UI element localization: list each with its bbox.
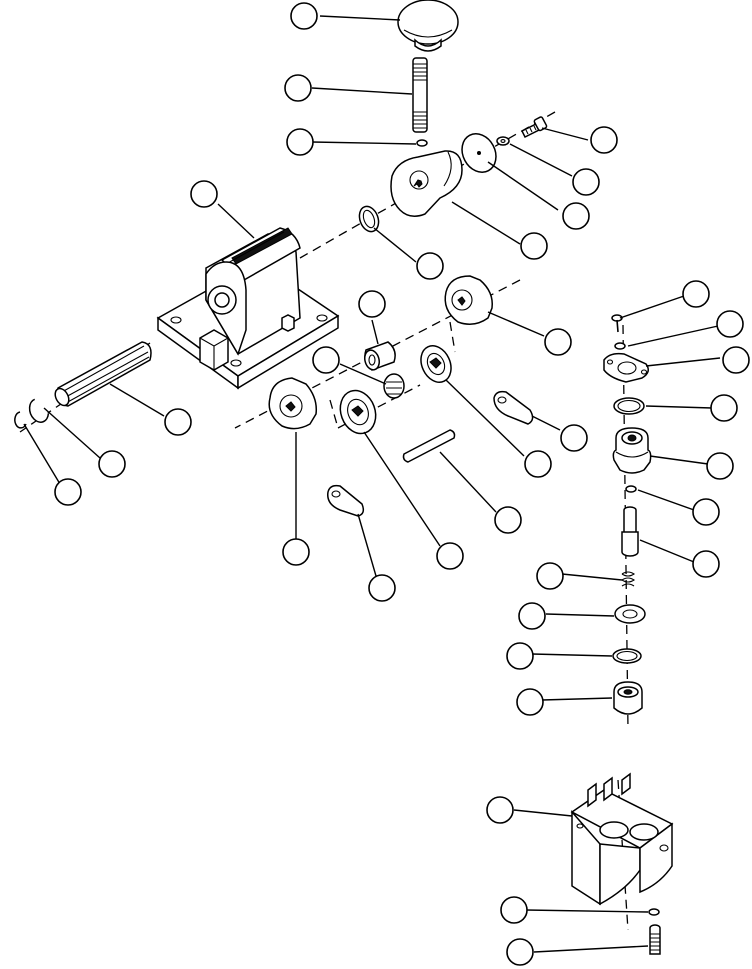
threaded-stem-part <box>412 57 428 147</box>
callout-bubble <box>516 688 544 716</box>
callout-bubble <box>312 346 340 374</box>
callout-bubble <box>282 538 310 566</box>
callout-bubble <box>416 252 444 280</box>
lower-cam-part <box>268 377 318 430</box>
callout-bubble <box>520 232 548 260</box>
callout-bubble <box>286 128 314 156</box>
lower-lever-part <box>327 484 365 517</box>
callout-bubble <box>494 506 522 534</box>
callout-bubble <box>284 74 312 102</box>
right-lever-part <box>493 390 534 425</box>
callout-bubble <box>368 574 396 602</box>
callout-bubble <box>682 280 710 308</box>
callout-bubble <box>506 642 534 670</box>
pin-part <box>402 429 456 463</box>
main-housing-part <box>156 227 340 390</box>
callout-bubble <box>590 126 618 154</box>
callout-bubble <box>164 408 192 436</box>
callout-bubble <box>710 394 738 422</box>
upper-lobed-block-part <box>390 150 463 217</box>
callout-bubble <box>692 498 720 526</box>
callout-bubble <box>500 896 528 924</box>
snap-ring-part <box>14 398 50 429</box>
callout-bubble <box>562 202 590 230</box>
small-spring-part <box>383 373 405 399</box>
callout-bubbles <box>54 2 750 966</box>
callout-bubble <box>544 328 572 356</box>
callout-bubble <box>506 938 534 966</box>
leader-lines <box>23 15 721 953</box>
callout-bubble <box>518 602 546 630</box>
splined-shaft-part <box>54 341 152 407</box>
callout-bubble <box>572 168 600 196</box>
lower-valve-housing-part <box>570 772 674 906</box>
bushing-part <box>364 341 396 371</box>
knob-part <box>397 0 459 52</box>
toothed-wheel-part <box>339 389 377 435</box>
upper-cam-part <box>444 275 493 325</box>
callout-bubble <box>722 346 750 374</box>
callout-bubble <box>54 478 82 506</box>
callout-bubble <box>706 452 734 480</box>
callout-bubble <box>436 542 464 570</box>
callout-bubble <box>190 180 218 208</box>
callout-bubble <box>98 450 126 478</box>
callout-bubble <box>692 550 720 578</box>
callout-bubble <box>560 424 588 452</box>
callout-bubble <box>290 2 318 30</box>
callout-bubble <box>536 562 564 590</box>
callout-bubble <box>524 450 552 478</box>
disc-washer-part <box>461 116 548 173</box>
bottom-fasteners-part <box>648 908 661 955</box>
callout-bubble <box>358 290 386 318</box>
callout-bubble <box>486 796 514 824</box>
right-stack-parts <box>603 314 652 715</box>
ratchet-disc-part <box>420 345 452 383</box>
callout-bubble <box>716 310 744 338</box>
oring-middle-part <box>358 205 380 233</box>
